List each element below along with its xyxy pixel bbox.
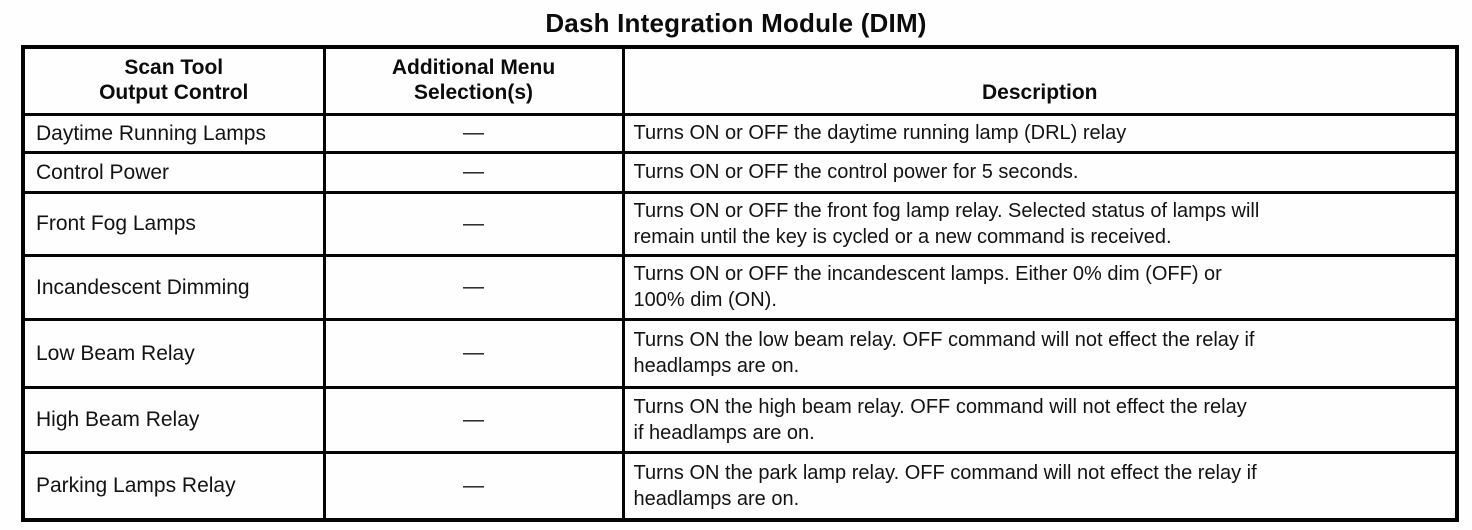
table-header-row: Scan Tool Output Control Additional Menu…: [21, 45, 1459, 116]
table-row: Low Beam Relay — Turns ON the low beam r…: [21, 317, 1459, 389]
control-cell: Control Power: [21, 150, 326, 194]
description-cell: Turns ON or OFF the daytime running lamp…: [621, 112, 1459, 154]
header-additional-menu-selections: Additional Menu Selection(s): [322, 45, 625, 116]
header-scan-tool-output-control: Scan Tool Output Control: [21, 45, 326, 116]
table-row: Daytime Running Lamps — Turns ON or OFF …: [21, 112, 1459, 154]
table-row: Control Power — Turns ON or OFF the cont…: [21, 150, 1459, 194]
page-title: Dash Integration Module (DIM): [545, 8, 927, 38]
menu-cell: —: [322, 150, 625, 194]
control-cell: Daytime Running Lamps: [21, 112, 326, 154]
table-row: Front Fog Lamps — Turns ON or OFF the fr…: [21, 190, 1459, 257]
table-row: High Beam Relay — Turns ON the high beam…: [21, 385, 1459, 454]
control-cell: High Beam Relay: [21, 385, 326, 454]
control-cell: Low Beam Relay: [21, 317, 326, 389]
table-row: Incandescent Dimming — Turns ON or OFF t…: [21, 253, 1459, 321]
table-row: Parking Lamps Relay — Turns ON the park …: [21, 450, 1459, 522]
description-cell: Turns ON or OFF the front fog lamp relay…: [621, 190, 1459, 257]
description-cell: Turns ON or OFF the incandescent lamps. …: [621, 253, 1459, 321]
menu-cell: —: [322, 253, 625, 321]
description-cell: Turns ON or OFF the control power for 5 …: [621, 150, 1459, 194]
control-cell: Parking Lamps Relay: [21, 450, 326, 522]
menu-cell: —: [322, 317, 625, 389]
description-cell: Turns ON the high beam relay. OFF comman…: [621, 385, 1459, 454]
control-cell: Incandescent Dimming: [21, 253, 326, 321]
dim-table: Scan Tool Output Control Additional Menu…: [21, 45, 1459, 522]
header-description: Description: [621, 45, 1459, 116]
menu-cell: —: [322, 112, 625, 154]
menu-cell: —: [322, 450, 625, 522]
description-cell: Turns ON the low beam relay. OFF command…: [621, 317, 1459, 389]
menu-cell: —: [322, 385, 625, 454]
control-cell: Front Fog Lamps: [21, 190, 326, 257]
menu-cell: —: [322, 190, 625, 257]
description-cell: Turns ON the park lamp relay. OFF comman…: [621, 450, 1459, 522]
